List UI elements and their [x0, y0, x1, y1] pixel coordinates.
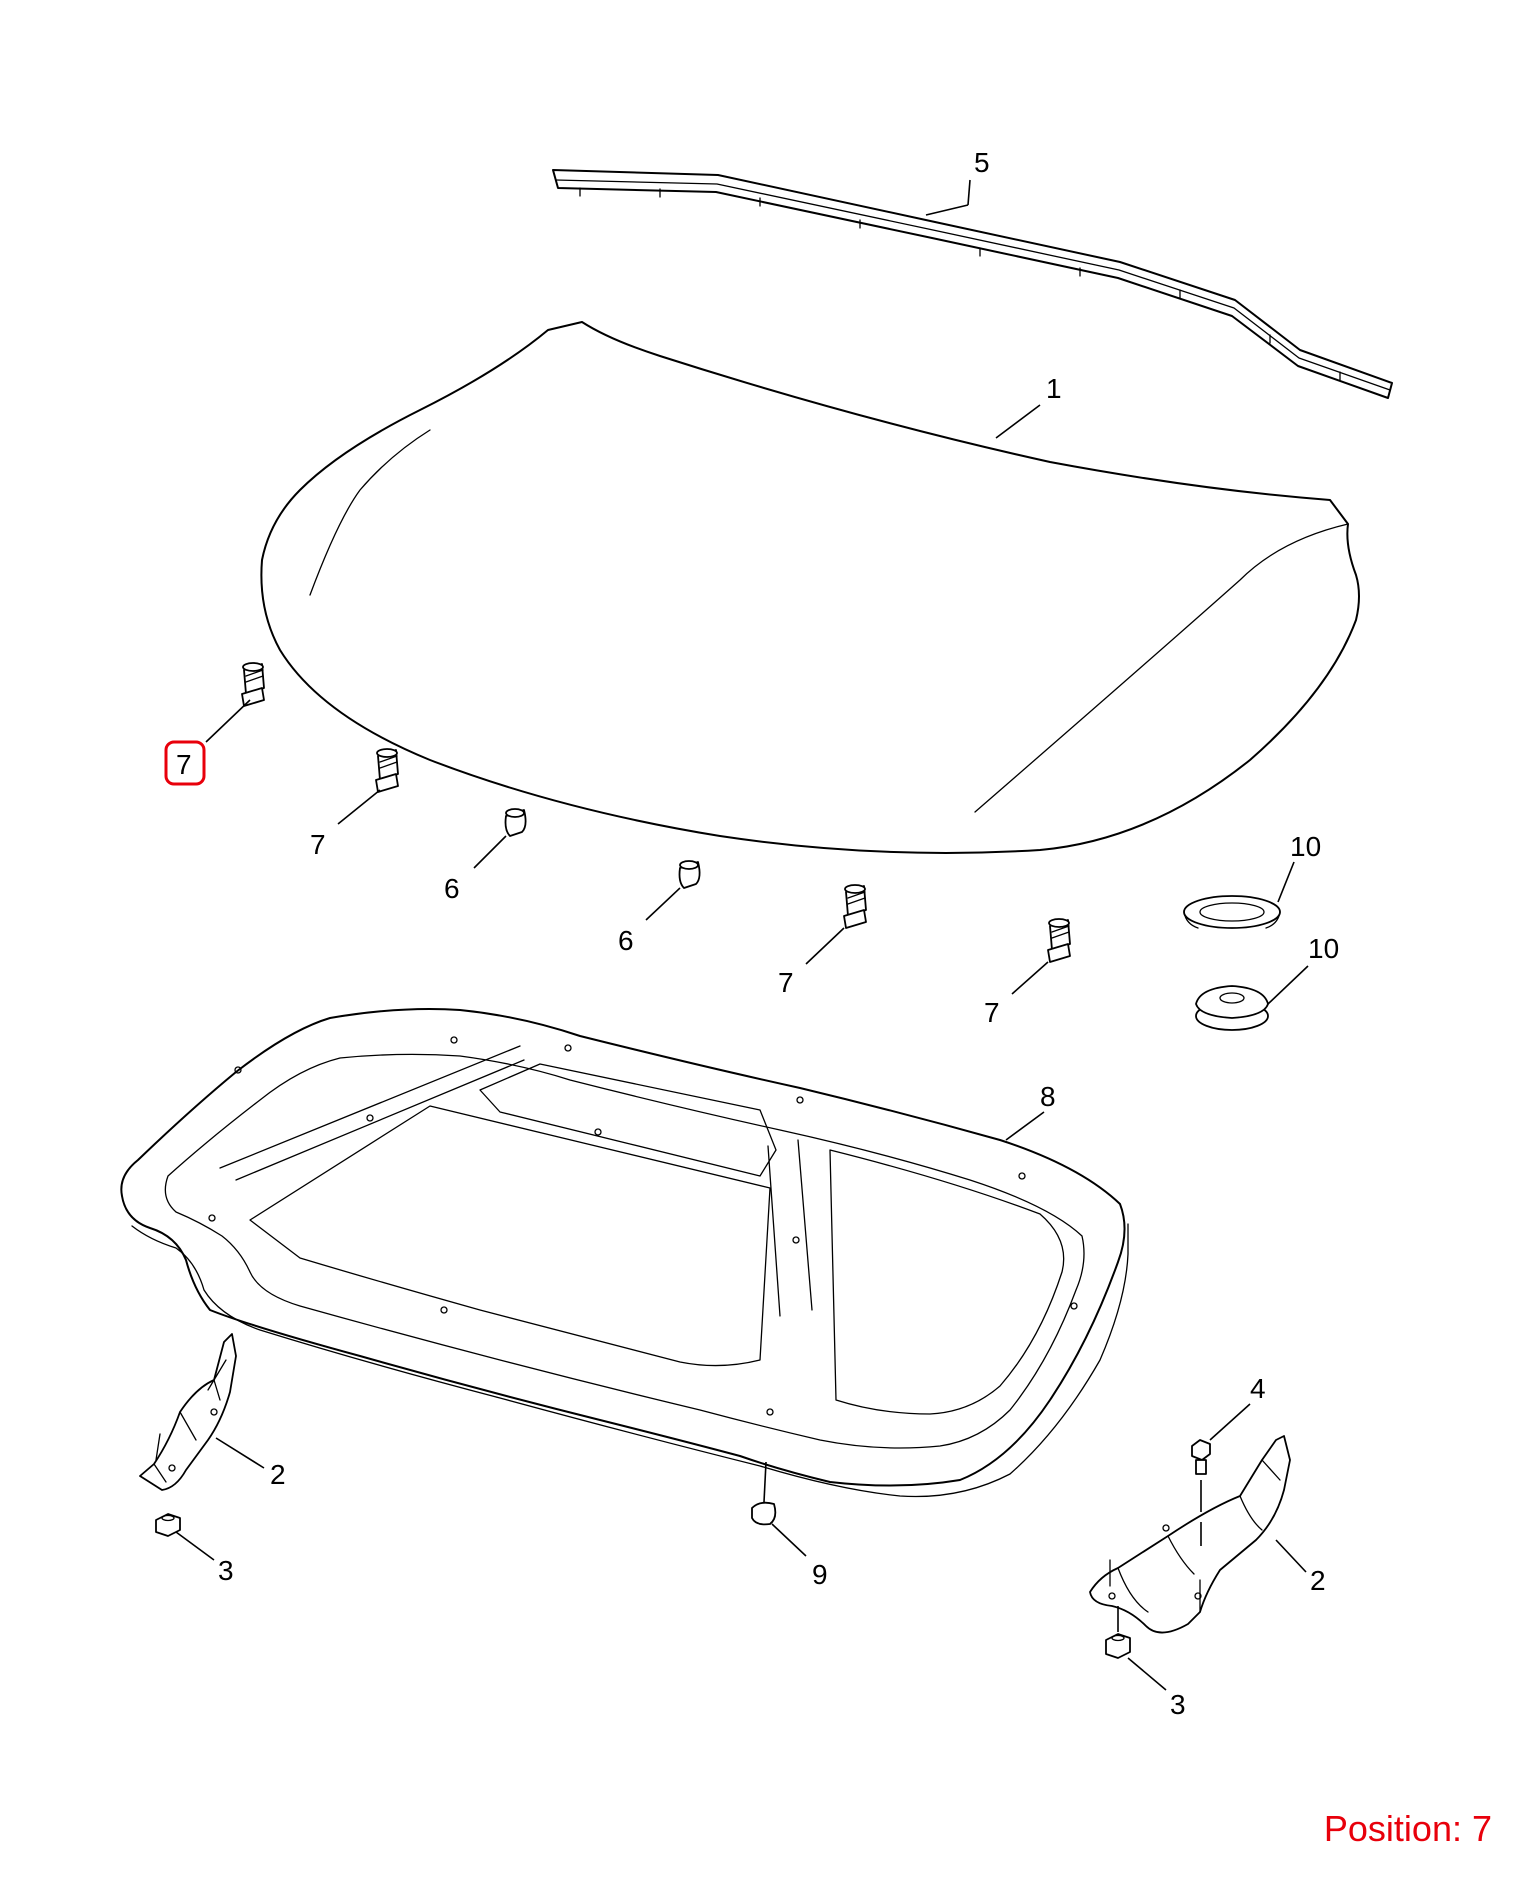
part-8-hood-insulator[interactable]: [120, 1008, 1129, 1498]
position-label: Position: 7: [1323, 1808, 1492, 1849]
callout-7[interactable]: 7: [984, 997, 1000, 1028]
part-6-clip-1[interactable]: [504, 808, 527, 837]
callout-3[interactable]: 3: [1170, 1689, 1186, 1720]
callout-9[interactable]: 9: [812, 1559, 828, 1590]
callout-6[interactable]: 6: [444, 873, 460, 904]
callout-2[interactable]: 2: [270, 1459, 286, 1490]
callout-3[interactable]: 3: [218, 1555, 234, 1586]
callout-2[interactable]: 2: [1310, 1565, 1326, 1596]
part-7-bump-stop-1[interactable]: [241, 662, 265, 707]
callout-6[interactable]: 6: [618, 925, 634, 956]
callout-7[interactable]: 7: [778, 967, 794, 998]
part-6-clip-2[interactable]: [678, 860, 701, 889]
callout-10[interactable]: 10: [1290, 831, 1321, 862]
part-10-grommet-plug[interactable]: [1195, 985, 1269, 1031]
part-9-retainer[interactable]: [751, 1461, 777, 1526]
part-5-weatherstrip[interactable]: [552, 169, 1393, 399]
callout-5[interactable]: 5: [974, 147, 990, 178]
part-2-hinge-right[interactable]: [1089, 1435, 1291, 1634]
callout-highlight-box: [164, 740, 206, 786]
callout-10[interactable]: 10: [1308, 933, 1339, 964]
part-10-grommet-ring[interactable]: [1183, 895, 1281, 929]
part-7-bump-stop-2[interactable]: [375, 748, 399, 793]
callout-1[interactable]: 1: [1046, 373, 1062, 404]
part-3-nut-right[interactable]: [1105, 1606, 1131, 1659]
part-7-bump-stop-3[interactable]: [843, 884, 867, 929]
part-2-hinge-left[interactable]: [139, 1333, 237, 1491]
part-3-nut-left[interactable]: [155, 1513, 181, 1537]
part-7-bump-stop-4[interactable]: [1047, 918, 1071, 963]
part-1-hood-panel[interactable]: [260, 321, 1360, 854]
callout-7-highlighted[interactable]: 7: [176, 749, 192, 780]
callout-7[interactable]: 7: [310, 829, 326, 860]
part-4-bolt[interactable]: [1191, 1439, 1211, 1546]
callout-4[interactable]: 4: [1250, 1373, 1266, 1404]
leader-lines: [175, 179, 1309, 1691]
callout-8[interactable]: 8: [1040, 1081, 1056, 1112]
